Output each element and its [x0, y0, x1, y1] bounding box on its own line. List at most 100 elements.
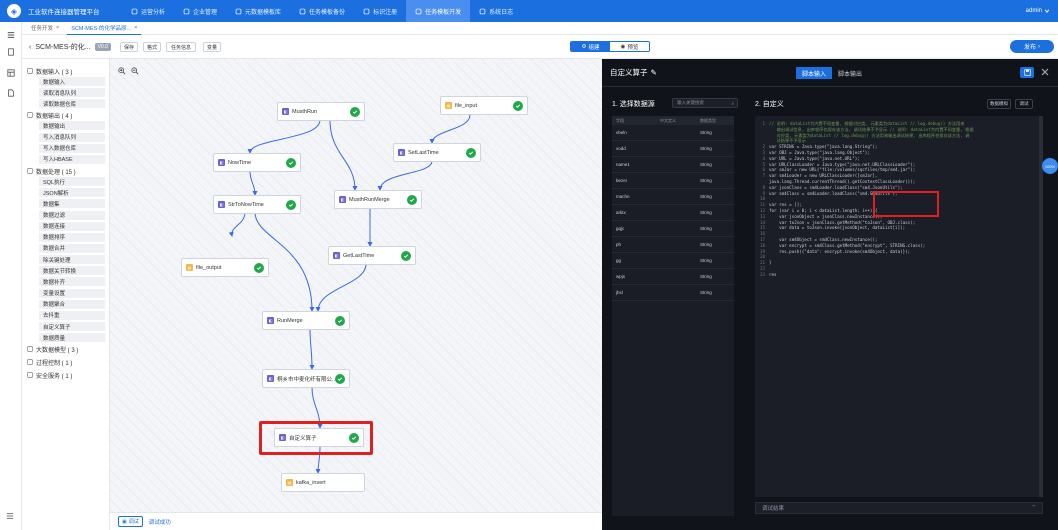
operator-node-icon: ◧: [218, 159, 225, 166]
zoom-out-icon[interactable]: [131, 67, 139, 75]
data-simulate-button[interactable]: 数据模拟: [987, 99, 1011, 109]
line-number: 18: [759, 242, 765, 248]
component-item[interactable]: 数据输出: [39, 121, 105, 131]
node-label: NowTime: [228, 159, 252, 166]
nav-item-5[interactable]: 任务模板开发: [406, 0, 471, 22]
component-item[interactable]: 除关键处理: [39, 255, 105, 265]
component-item[interactable]: 写入HBASE: [39, 154, 105, 164]
zoom-in-icon[interactable]: [118, 67, 126, 75]
flow-node[interactable]: ◧StrToNowTime: [213, 195, 301, 214]
component-item[interactable]: 数据合并: [39, 243, 105, 253]
component-item[interactable]: JSON解析: [39, 188, 105, 198]
publish-button[interactable]: 发布›: [1010, 40, 1054, 53]
file-icon[interactable]: [7, 89, 15, 97]
nav-item-1[interactable]: 企业管理: [174, 0, 226, 22]
document-icon[interactable]: [7, 48, 15, 56]
flow-node[interactable]: ◧GetLastTime: [328, 246, 416, 265]
format-button[interactable]: 格式: [143, 42, 161, 52]
component-item[interactable]: 读取数据仓库: [39, 99, 105, 109]
category-3[interactable]: 大数据模型 ( 3 ): [27, 344, 78, 354]
category-1[interactable]: 数据输出 ( 4 ): [27, 110, 72, 120]
back-title[interactable]: ‹ SCM-MES-的化... V0.0: [29, 35, 111, 59]
task-info-button[interactable]: 任务信息: [166, 42, 196, 52]
category-5[interactable]: 安全服务 ( 1 ): [27, 370, 72, 380]
component-item[interactable]: 数据质量: [39, 333, 105, 343]
save-icon[interactable]: [1020, 67, 1034, 78]
category-0[interactable]: 数据输入 ( 3 ): [27, 66, 72, 76]
close-icon[interactable]: [1040, 67, 1050, 77]
chevron-left-icon[interactable]: ‹: [29, 43, 32, 51]
nav-item-3[interactable]: 任务模板备份: [290, 0, 354, 22]
flow-node[interactable]: ◧MusthRunMerge: [334, 190, 422, 209]
flow-canvas[interactable]: [110, 59, 602, 530]
debug-button[interactable]: ▣调试: [118, 516, 143, 527]
code-line: 19 res.push({"data": encrypt.invoke(sm4O…: [755, 249, 1043, 255]
nav-item-2[interactable]: 元数据模板库: [226, 0, 290, 22]
component-item[interactable]: 数据输入: [39, 77, 105, 86]
user-menu[interactable]: admin: [1026, 0, 1050, 22]
nav-item-4[interactable]: 标识注册: [354, 0, 406, 22]
mode-preview-button[interactable]: ◉预览: [610, 42, 649, 51]
component-item[interactable]: 数据连接: [39, 221, 105, 231]
component-item[interactable]: 数据集: [39, 199, 105, 209]
flow-node[interactable]: ▤kafka_insert: [281, 473, 365, 492]
component-item[interactable]: 数据聚合: [39, 299, 105, 309]
component-item[interactable]: 去抖重: [39, 310, 105, 320]
flow-node[interactable]: ◧自定义算子: [274, 428, 364, 447]
flow-node[interactable]: ◧SetLastTime: [393, 143, 481, 162]
component-item[interactable]: 数据关节转换: [39, 266, 105, 276]
category-2[interactable]: 数据处理 ( 15 ): [27, 166, 76, 176]
debug-result-bar[interactable]: 调试结果⌃: [755, 502, 1043, 514]
close-icon[interactable]: ×: [56, 25, 60, 31]
debug-run-button[interactable]: 调试: [1015, 99, 1033, 109]
nav-item-0[interactable]: 运营分析: [122, 0, 174, 22]
left-rail: [0, 22, 22, 530]
flow-node[interactable]: ▤file_output: [181, 258, 269, 277]
component-item[interactable]: 变量设置: [39, 288, 105, 298]
menu-icon[interactable]: [7, 31, 15, 39]
collapse-icon[interactable]: [6, 512, 14, 520]
tab-script-input[interactable]: 脚本输入: [796, 67, 833, 79]
table-icon[interactable]: [7, 69, 15, 77]
nav-item-6[interactable]: 系统日志: [470, 0, 522, 22]
component-item[interactable]: 读取消息队列: [39, 88, 105, 98]
flow-node[interactable]: ▤file_input: [440, 96, 528, 115]
component-item[interactable]: 写入消息队列: [39, 132, 105, 142]
edit-icon[interactable]: ✎: [650, 68, 657, 77]
code-editor[interactable]: 1// 说明: dataList为内置不同变量, 根据对应类, 元素类为data…: [755, 116, 1043, 497]
top-bar: ◈ 工业软件连接器管理平台 运营分析企业管理元数据模板库任务模板备份标识注册任务…: [0, 0, 1058, 22]
code-scrollbar[interactable]: [1039, 116, 1043, 497]
component-item[interactable]: 数据排序: [39, 232, 105, 242]
component-item[interactable]: 数据过滤: [39, 210, 105, 220]
flow-node[interactable]: ◧桐乡市中麦化纤有限公...: [262, 369, 350, 388]
component-item[interactable]: 写入数据仓库: [39, 143, 105, 153]
variables-button[interactable]: 变量: [203, 42, 221, 52]
mode-build-button[interactable]: ⚙组建: [571, 42, 610, 51]
close-icon[interactable]: ×: [134, 24, 138, 31]
flow-node[interactable]: ◧MusthRun: [277, 102, 365, 121]
flow-node[interactable]: ◧RunMerge: [262, 311, 350, 330]
tab-script-output[interactable]: 脚本输出: [838, 71, 863, 78]
source-search-input[interactable]: 输入关键搜索⌕: [672, 98, 738, 108]
save-button[interactable]: 保存: [120, 42, 138, 52]
component-item[interactable]: 数据补齐: [39, 277, 105, 287]
component-item[interactable]: SQL执行: [39, 177, 105, 187]
category-4[interactable]: 过程控制 ( 1 ): [27, 357, 72, 367]
tab-scm-mes[interactable]: SCM-MES-的化学品原... ×: [67, 22, 142, 35]
nav-label: 任务模板开发: [425, 9, 462, 16]
flow-node[interactable]: ◧NowTime: [213, 153, 301, 172]
component-item[interactable]: 自定义算子: [39, 322, 105, 331]
tab-task-dev[interactable]: 任务开发 ×: [27, 22, 63, 35]
